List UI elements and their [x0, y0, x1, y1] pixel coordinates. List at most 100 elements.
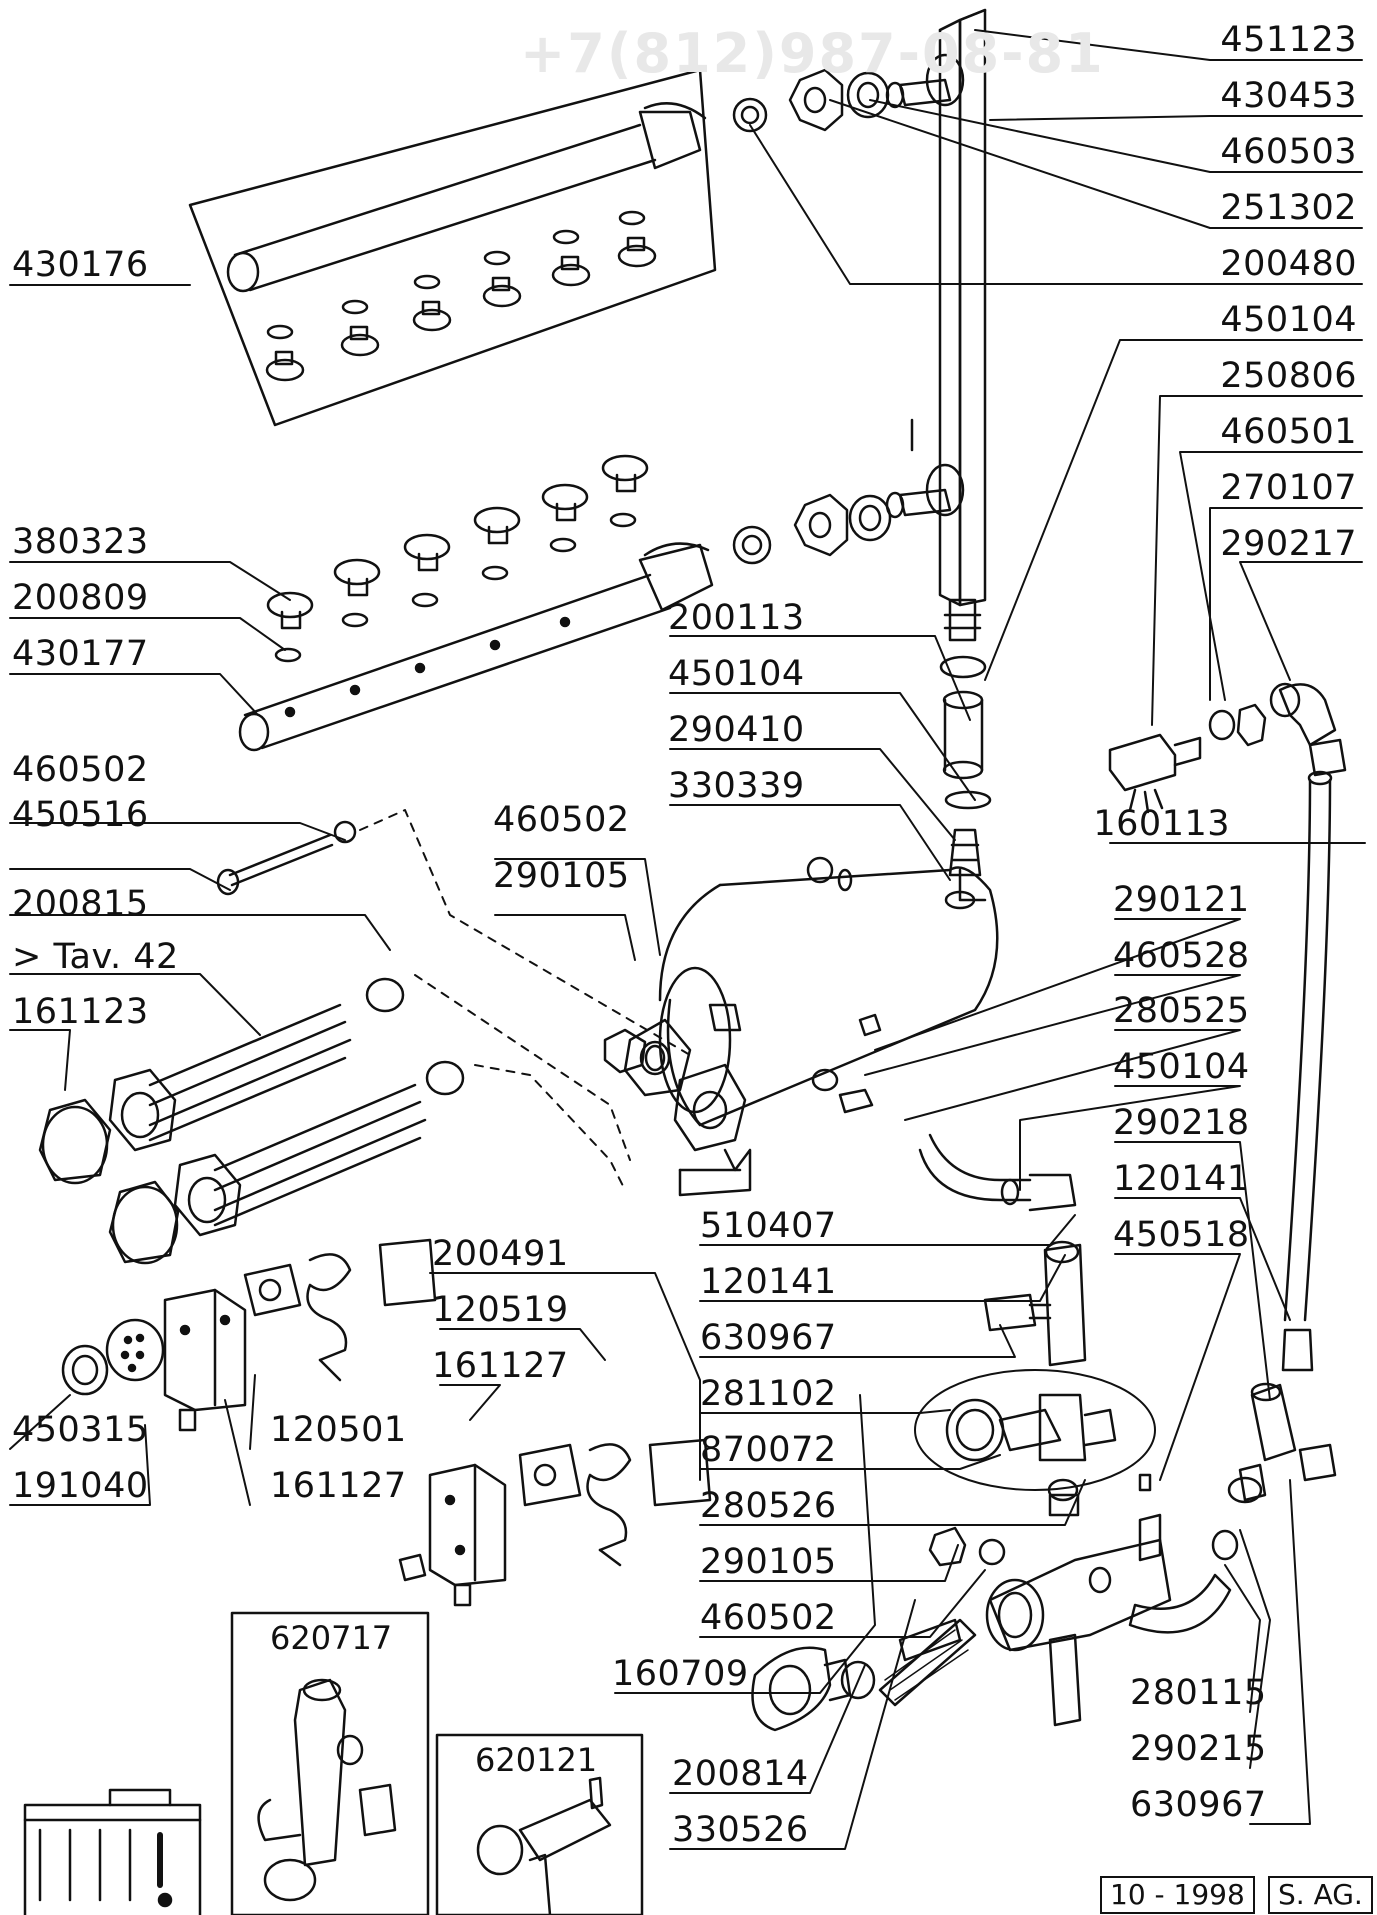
label-451123: 451123 [1220, 20, 1357, 60]
label-510407: 510407 [700, 1206, 837, 1246]
assembly-dashed-lines [359, 809, 691, 1191]
label-630967-center: 630967 [700, 1318, 837, 1358]
washers-460501-270107 [1208, 703, 1267, 747]
label-460502-left: 460502 [12, 750, 149, 790]
label-160113: 160113 [1093, 804, 1230, 844]
fitting-set-lower [732, 493, 892, 565]
label-161123: 161123 [12, 992, 149, 1032]
label-161127-upper: 161127 [432, 1346, 569, 1386]
fitting-290105-lower [928, 1526, 1006, 1567]
label-290215: 290215 [1130, 1729, 1267, 1769]
label-280115: 280115 [1130, 1673, 1267, 1713]
label-450104-top: 450104 [1220, 300, 1357, 340]
label-281102: 281102 [700, 1374, 837, 1414]
label-200480: 200480 [1220, 244, 1357, 284]
label-380323: 380323 [12, 522, 149, 562]
label-450104-mid: 450104 [668, 654, 805, 694]
hose-elbow-510407 [918, 1133, 1077, 1212]
label-280525: 280525 [1113, 991, 1250, 1031]
fitting-280526 [1047, 1478, 1080, 1517]
label-290121: 290121 [1113, 880, 1250, 920]
gasket-200491-a [378, 1238, 437, 1307]
small-screw-450518 [1138, 1473, 1152, 1492]
label-120141-right: 120141 [1113, 1159, 1250, 1199]
hose-sleeve-200113 [939, 655, 992, 877]
filter-disc-191040 [105, 1318, 165, 1382]
label-290218: 290218 [1113, 1103, 1250, 1143]
label-191040: 191040 [12, 1466, 149, 1506]
label-460528: 460528 [1113, 936, 1250, 976]
label-251302: 251302 [1220, 188, 1357, 228]
nozzle-row-lower [266, 454, 649, 663]
gauge-group-outline [914, 1369, 1156, 1491]
water-block-330526 [985, 1513, 1172, 1727]
label-450315: 450315 [12, 1410, 149, 1450]
label-450104-lower: 450104 [1113, 1047, 1250, 1087]
subassembly-box-620121 [435, 1733, 644, 1915]
manifold-430177 [238, 454, 714, 752]
thermostat-120501 [243, 1253, 352, 1382]
date-stamp: 10 - 1998 [1100, 1876, 1255, 1914]
label-460503: 460503 [1220, 132, 1357, 172]
label-120519: 120519 [432, 1290, 569, 1330]
gasket-200814 [840, 1660, 876, 1700]
label-290105-upper: 290105 [493, 856, 630, 896]
relay-box-161127a [163, 1288, 247, 1432]
fittings-450518-120141 [1227, 1382, 1337, 1504]
label-430176: 430176 [12, 245, 149, 285]
label-450518: 450518 [1113, 1215, 1250, 1255]
gasket-200815-a [365, 977, 405, 1013]
label-200113: 200113 [668, 598, 805, 638]
label-tav42: > Tav. 42 [12, 937, 179, 977]
label-200491: 200491 [432, 1234, 569, 1274]
label-330339: 330339 [668, 766, 805, 806]
subassembly-box-620717 [230, 1611, 430, 1915]
label-200809: 200809 [12, 578, 149, 618]
label-280526: 280526 [700, 1486, 837, 1526]
filter-330526 [878, 1618, 977, 1707]
label-290217: 290217 [1220, 524, 1357, 564]
gauge-870072 [945, 1393, 1117, 1462]
label-870072: 870072 [700, 1430, 837, 1470]
label-620717: 620717 [270, 1619, 393, 1657]
gasket-450315 [61, 1344, 109, 1396]
label-200815: 200815 [12, 884, 149, 924]
elbow-280115 [1128, 1529, 1239, 1634]
subassembly-620121 [476, 1776, 612, 1915]
author-stamp: S. AG. [1268, 1876, 1373, 1914]
rod-450516 [216, 820, 357, 896]
valve-120141 [983, 1240, 1087, 1367]
label-430177: 430177 [12, 634, 149, 674]
heating-element-upper [38, 1003, 352, 1185]
fitting-290105-upper [603, 1028, 666, 1074]
heating-element-lower [108, 1083, 427, 1265]
label-160709: 160709 [612, 1654, 749, 1694]
label-250806: 250806 [1220, 356, 1357, 396]
label-290105-lower: 290105 [700, 1542, 837, 1582]
fitting-set-upper [732, 68, 890, 133]
manifold-group-430176 [188, 68, 717, 427]
nozzle-250806 [1108, 733, 1202, 814]
label-630967-lower: 630967 [1130, 1785, 1267, 1825]
watermark-phone: +7(812)987-08-81 [520, 22, 1105, 85]
label-460502-center: 460502 [493, 800, 630, 840]
label-460501: 460501 [1220, 412, 1357, 452]
thermostat-120519 [518, 1443, 632, 1567]
relay-box-161127b [398, 1463, 507, 1607]
vertical-pipe-430453 [885, 8, 987, 642]
elbow-290217 [1269, 682, 1347, 777]
label-120501: 120501 [270, 1410, 407, 1450]
label-200814: 200814 [672, 1754, 809, 1794]
label-161127-lower: 161127 [270, 1466, 407, 1506]
label-330526: 330526 [672, 1810, 809, 1850]
nozzle-row-upper [265, 210, 657, 382]
label-460502-lower: 460502 [700, 1598, 837, 1638]
label-450516: 450516 [12, 795, 149, 835]
gasket-200815-b [425, 1060, 465, 1096]
knob-160709 [751, 1646, 852, 1732]
label-620121: 620121 [475, 1741, 598, 1779]
label-430453: 430453 [1220, 76, 1357, 116]
label-120141-center: 120141 [700, 1262, 837, 1302]
label-270107: 270107 [1220, 468, 1357, 508]
